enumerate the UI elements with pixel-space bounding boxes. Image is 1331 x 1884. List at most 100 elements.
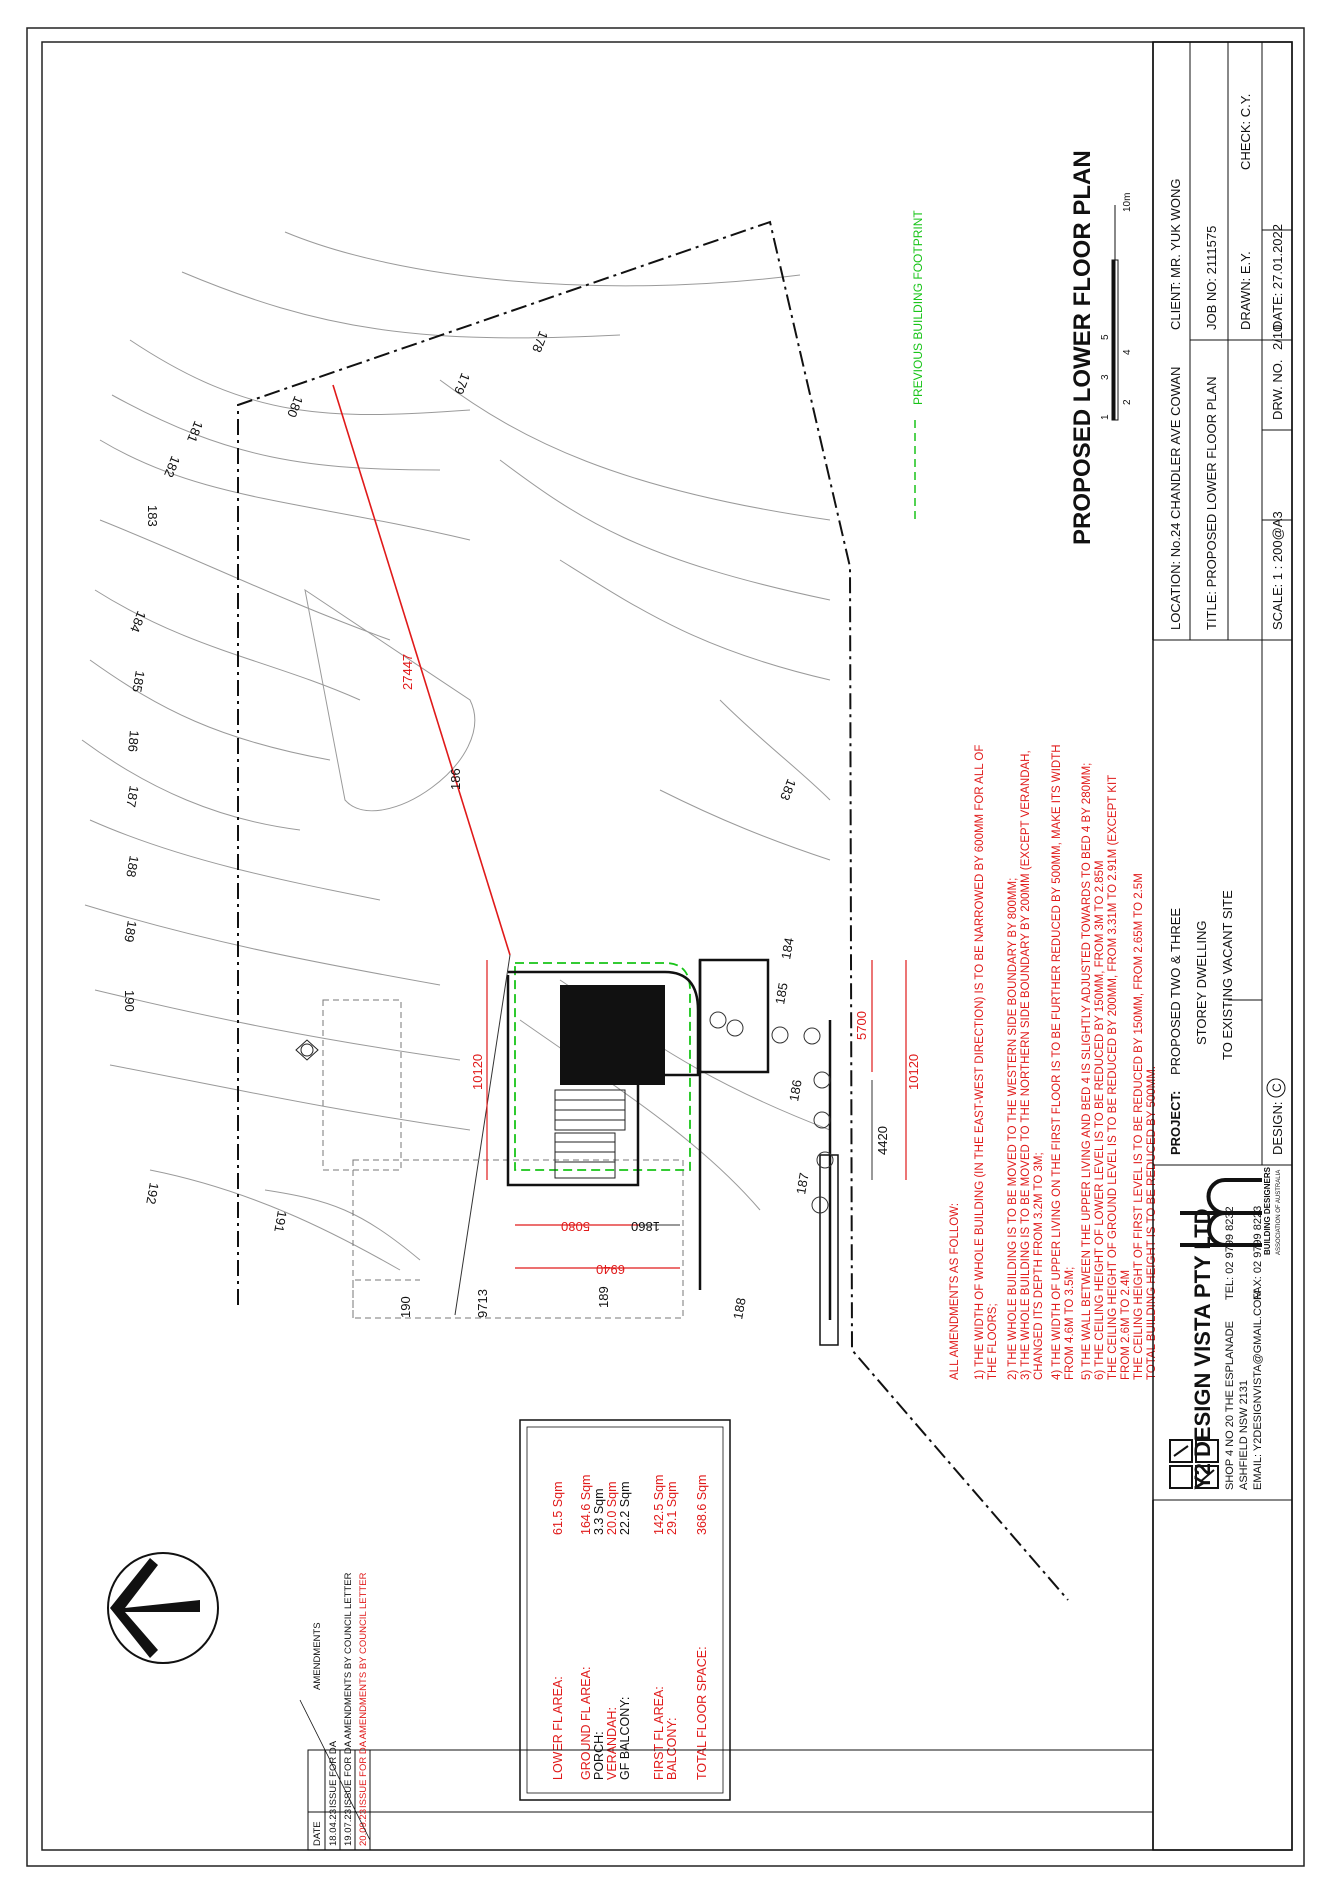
dimension-width-a: 5080 bbox=[561, 1219, 590, 1234]
project-line-2: STOREY DWELLING bbox=[1194, 921, 1209, 1046]
amendments-note: ALL AMENDMENTS AS FOLLOW: 1) THE WIDTH O… bbox=[949, 744, 1158, 1380]
dimension-setback: 9713 bbox=[475, 1289, 490, 1318]
contour-label: 186 bbox=[448, 768, 463, 790]
amendment-line: CHANGED ITS DEPTH FROM 3.2M TO 3M; bbox=[1033, 1152, 1045, 1380]
contour-label: 180 bbox=[284, 394, 306, 420]
contour-label: 186 bbox=[786, 1079, 805, 1103]
scale-tick: 4 bbox=[1122, 349, 1133, 355]
design-value: C bbox=[1270, 1083, 1284, 1092]
contour-label: 186 bbox=[125, 730, 142, 753]
building-footprint bbox=[514, 962, 691, 1171]
contour-lines bbox=[81, 231, 831, 1271]
drw-no-value: 2/10 bbox=[1270, 325, 1285, 350]
revision-leader bbox=[299, 1699, 371, 1841]
scale: SCALE: 1 : 200@A3 bbox=[1270, 511, 1285, 630]
contour-label: 184 bbox=[778, 937, 797, 961]
amendment-line: THE CEILING HEIGHT OF GROUND LEVEL IS TO… bbox=[1107, 775, 1119, 1380]
area-value: 3.3 Sqm bbox=[592, 1488, 606, 1535]
amendment-line: 5) THE WALL BETWEEN THE UPPER LIVING AND… bbox=[1081, 763, 1093, 1380]
contour-label: 184 bbox=[127, 609, 149, 635]
company-name: Y2 DESIGN VISTA PTY LTD bbox=[1190, 1208, 1215, 1490]
contour-label: 182 bbox=[161, 454, 183, 480]
drawing-title: TITLE: PROPOSED LOWER FLOOR PLAN bbox=[1204, 376, 1219, 630]
contour-label: 189 bbox=[596, 1286, 611, 1308]
scale-tick: 3 bbox=[1100, 374, 1111, 380]
dimension-left-depth: 10120 bbox=[470, 1054, 485, 1090]
date: DATE: 27.01.2022 bbox=[1270, 224, 1285, 330]
contour-label: 185 bbox=[129, 669, 148, 693]
previous-footprint-outline bbox=[322, 999, 684, 1319]
area-label: GF BALCONY: bbox=[618, 1697, 632, 1780]
dimension-width-total: 6940 bbox=[596, 1262, 625, 1277]
area-value: 164.6 Sqm bbox=[579, 1475, 593, 1535]
drawn-by: DRAWN: E.Y. bbox=[1238, 251, 1253, 330]
bda-name: BUILDING DESIGNERS bbox=[1263, 1166, 1272, 1255]
area-schedule-box bbox=[519, 1419, 731, 1801]
checked-by: CHECK: C.Y. bbox=[1238, 94, 1253, 170]
scale-bar: 1 2 3 4 5 10m bbox=[1100, 193, 1133, 421]
contour-label: 187 bbox=[123, 784, 142, 808]
area-label: BALCONY: bbox=[665, 1717, 679, 1780]
area-label: LOWER FL AREA: bbox=[551, 1676, 565, 1780]
amendment-line: 2) THE WHOLE BUILDING IS TO BE MOVED TO … bbox=[1007, 878, 1019, 1380]
address-line-1: SHOP 4 NO 20 THE ESPLANADE bbox=[1224, 1321, 1236, 1490]
amendment-line: 6) THE CEILING HEIGHT OF LOWER LEVEL IS … bbox=[1094, 860, 1106, 1380]
company-logo-icon bbox=[1169, 1439, 1219, 1489]
area-value: 22.2 Sqm bbox=[618, 1481, 632, 1535]
dimension-labels: 27447 10120 10120 5700 4420 5080 1860 69… bbox=[400, 654, 921, 1318]
contour-label: 183 bbox=[145, 505, 160, 527]
area-value: 368.6 Sqm bbox=[695, 1475, 709, 1535]
bda-sub: ASSOCIATION OF AUSTRALIA bbox=[1276, 1170, 1282, 1255]
job-no: JOB NO: 2111575 bbox=[1204, 226, 1219, 330]
area-label: PORCH: bbox=[592, 1731, 606, 1780]
dimension-lines bbox=[486, 960, 907, 1269]
design-circle bbox=[1266, 1078, 1286, 1098]
amendment-line: 4) THE WIDTH OF UPPER LIVING ON THE FIRS… bbox=[1051, 744, 1063, 1380]
revision-date: 19.07.23 bbox=[343, 1809, 354, 1846]
address-line-2: ASHFIELD NSW 2131 bbox=[1238, 1380, 1250, 1490]
revisions-table bbox=[307, 1749, 1154, 1851]
dimension-right-depth: 10120 bbox=[906, 1054, 921, 1090]
contour-label: 188 bbox=[123, 854, 142, 878]
contour-label: 183 bbox=[777, 777, 799, 803]
area-label: GROUND FL AREA: bbox=[579, 1667, 593, 1780]
amendment-line: FROM 4.6M TO 3.5M; bbox=[1064, 1267, 1076, 1380]
previous-footprint-legend-text: PREVIOUS BUILDING FOOTPRINT bbox=[911, 210, 925, 405]
contour-label: 187 bbox=[793, 1172, 812, 1196]
contour-label: 190 bbox=[398, 1296, 413, 1318]
revision-date: 18.04.23 bbox=[328, 1809, 339, 1846]
title-block-text: LOCATION: No.24 CHANDLER AVE COWAN CLIEN… bbox=[1168, 94, 1286, 1490]
scale-tick: 10m bbox=[1122, 193, 1133, 212]
bda-logo-icon bbox=[1180, 1178, 1262, 1247]
drw-no-label: DRW. NO. bbox=[1270, 360, 1285, 420]
amendment-line: THE FLOORS; bbox=[987, 1303, 999, 1380]
email: EMAIL: Y2DESIGNVISTA@GMAIL.COM bbox=[1252, 1290, 1264, 1490]
dimension-right-upper: 5700 bbox=[854, 1011, 869, 1040]
amendments-heading: ALL AMENDMENTS AS FOLLOW: bbox=[949, 1203, 961, 1380]
stair-void bbox=[560, 985, 665, 1085]
contour-label: 189 bbox=[121, 919, 140, 943]
sheet-border-outer bbox=[26, 27, 1305, 1867]
revision-text: ISSUE FOR DA AMENDMENTS BY COUNCIL LETTE… bbox=[343, 1572, 354, 1808]
area-label: TOTAL FLOOR SPACE: bbox=[695, 1646, 709, 1780]
area-value: 142.5 Sqm bbox=[652, 1475, 666, 1535]
site-boundary bbox=[237, 220, 1069, 1601]
dimension-lines-dark bbox=[640, 1080, 873, 1226]
contour-label: 190 bbox=[122, 990, 137, 1012]
contour-label: 181 bbox=[184, 419, 206, 445]
area-value: 29.1 Sqm bbox=[665, 1481, 679, 1535]
amendment-line: THE CEILING HEIGHT OF FIRST LEVEL IS TO … bbox=[1133, 873, 1145, 1380]
contour-label: 192 bbox=[143, 1181, 162, 1205]
area-label: FIRST FL AREA: bbox=[652, 1686, 666, 1780]
amendment-line: TOTAL BUILDING HEIGHT IS TO BE REDUCED B… bbox=[1146, 1066, 1158, 1380]
diagonal-dimension-line bbox=[332, 384, 511, 956]
area-value: 61.5 Sqm bbox=[551, 1481, 565, 1535]
project-line-1: PROPOSED TWO & THREE bbox=[1168, 908, 1183, 1075]
amendment-line: 1) THE WIDTH OF WHOLE BUILDING (IN THE E… bbox=[974, 745, 986, 1380]
location: LOCATION: No.24 CHANDLER AVE COWAN bbox=[1168, 367, 1183, 630]
amendment-line: 3) THE WHOLE BUILDING IS TO BE MOVED TO … bbox=[1020, 750, 1032, 1380]
dimension-diagonal: 27447 bbox=[400, 654, 415, 690]
contour-labels: 178 179 180 181 182 183 184 185 186 187 … bbox=[121, 329, 811, 1321]
title-block bbox=[1152, 41, 1293, 1851]
